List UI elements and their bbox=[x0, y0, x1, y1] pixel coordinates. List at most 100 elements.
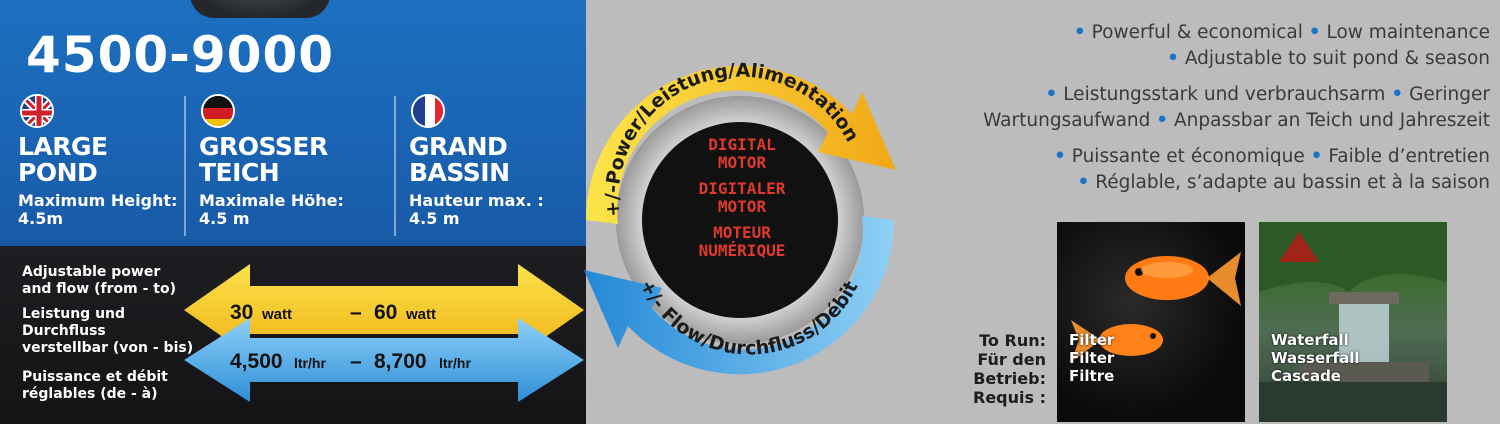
bullet-icon: • bbox=[1156, 110, 1169, 131]
pond-size-line1: GROSSER bbox=[199, 132, 328, 161]
flow-arc bbox=[584, 216, 895, 375]
height-label: Hauteur max. : bbox=[409, 191, 544, 210]
flow-dash: – bbox=[350, 350, 362, 373]
height-value: 4.5 m bbox=[409, 209, 460, 228]
lang-column-fr: GRAND BASSIN Hauteur max. : 4.5 m bbox=[409, 94, 544, 228]
bullet-icon: • bbox=[1045, 84, 1058, 105]
dark-background bbox=[0, 246, 586, 424]
pond-size-line2: BASSIN bbox=[409, 158, 510, 187]
model-number: 4500-9000 bbox=[26, 26, 335, 84]
feature-text: Leistungsstark und verbrauchsarm bbox=[1063, 84, 1386, 105]
flow-text-line: Adjustable power bbox=[22, 264, 161, 280]
left-panel: 4500-9000 LARGE POND Maximum Height: 4.5… bbox=[0, 0, 586, 424]
flow-text-line: verstellbar (von - bis) bbox=[22, 340, 194, 356]
digital-motor-emblem: +/-Power/Leistung/Alimentation +/- Flow/… bbox=[584, 60, 896, 375]
power-min-unit: watt bbox=[261, 306, 292, 323]
blue-background bbox=[0, 0, 586, 246]
power-max: 60 bbox=[374, 301, 397, 324]
lang-column-de: GROSSER TEICH Maximale Höhe: 4.5 m bbox=[199, 94, 344, 228]
waterfall-label: Waterfall bbox=[1271, 331, 1349, 349]
power-max-unit: watt bbox=[405, 306, 436, 323]
filter-labels: Filter Filter Filtre bbox=[1069, 331, 1114, 385]
flow-text-line: Puissance et débit bbox=[22, 369, 168, 385]
display-line: NUMÉRIQUE bbox=[699, 241, 786, 260]
feature-line: • Leistungsstark und verbrauchsarm • Ger… bbox=[900, 82, 1490, 108]
goldfish-icon bbox=[1071, 252, 1241, 362]
column-divider bbox=[184, 96, 186, 236]
to-run-label: To Run: bbox=[979, 331, 1046, 350]
waterfall-labels: Waterfall Wasserfall Cascade bbox=[1271, 331, 1360, 385]
height-value: 4.5m bbox=[18, 209, 64, 228]
lang-column-en: LARGE POND Maximum Height: 4.5m bbox=[18, 94, 177, 228]
bullet-icon: • bbox=[1054, 146, 1066, 167]
height-value: 4.5 m bbox=[199, 209, 250, 228]
filter-label: Filter bbox=[1069, 349, 1115, 367]
motor-display bbox=[642, 122, 838, 318]
flow-text-line: and flow (from - to) bbox=[22, 281, 176, 297]
display-line: DIGITAL bbox=[708, 135, 775, 154]
feature-text: Réglable, s’adapte au bassin et à la sai… bbox=[1095, 172, 1490, 193]
feature-group-en: • Powerful & economical • Low maintenanc… bbox=[900, 20, 1490, 72]
display-line: MOTOR bbox=[718, 153, 767, 172]
power-arc bbox=[585, 65, 896, 224]
flow-text-line: réglables (de - à) bbox=[22, 386, 158, 402]
feature-text: Low maintenance bbox=[1326, 22, 1490, 43]
power-arrow bbox=[184, 264, 584, 356]
bullet-icon: • bbox=[1308, 22, 1321, 43]
height-label: Maximum Height: bbox=[18, 191, 178, 210]
pond-size-line2: POND bbox=[18, 158, 98, 187]
bullet-icon: • bbox=[1073, 22, 1086, 43]
flow-text-en: Adjustable power and flow (from - to) bbox=[22, 264, 176, 298]
pump-image bbox=[190, 0, 330, 18]
display-line: MOTEUR bbox=[713, 223, 771, 242]
display-line: MOTOR bbox=[718, 197, 767, 216]
flow-text-line: Durchfluss bbox=[22, 323, 106, 339]
pond-size-line1: GRAND bbox=[409, 132, 508, 161]
feature-text: Geringer bbox=[1409, 84, 1490, 105]
height-label: Maximale Höhe: bbox=[199, 191, 344, 210]
feature-list: • Powerful & economical • Low maintenanc… bbox=[900, 20, 1490, 206]
flow-text-line: Leistung und bbox=[22, 306, 126, 322]
to-run-label: Für den Betrieb: bbox=[973, 350, 1046, 388]
power-flow-arrows: 30 watt – 60 watt 4,500 ltr/hr – 8,700 l… bbox=[184, 264, 584, 402]
uk-flag-icon bbox=[20, 94, 54, 128]
feature-group-fr: • Puissante et économique • Faible d’ent… bbox=[900, 144, 1490, 196]
power-dash: – bbox=[350, 301, 362, 324]
waterfall-icon bbox=[1259, 222, 1447, 422]
waterfall-label: Wasserfall bbox=[1271, 349, 1360, 367]
flow-text-fr: Puissance et débit réglables (de - à) bbox=[22, 369, 168, 403]
flow-min: 4,500 bbox=[230, 350, 283, 373]
flow-max-unit: ltr/hr bbox=[439, 355, 471, 371]
feature-line: • Réglable, s’adapte au bassin et à la s… bbox=[900, 170, 1491, 196]
feature-line: • Puissante et économique • Faible d’ent… bbox=[900, 144, 1490, 170]
feature-text: Puissante et économique bbox=[1071, 146, 1305, 167]
pond-size-line2: TEICH bbox=[199, 158, 280, 187]
bullet-icon: • bbox=[1391, 84, 1404, 105]
feature-text: Wartungsaufwand bbox=[983, 110, 1151, 131]
to-run-labels: To Run: Für den Betrieb: Requis : bbox=[930, 331, 1046, 407]
filter-label: Filter bbox=[1069, 331, 1115, 349]
column-divider bbox=[394, 96, 396, 236]
waterfall-photo: Waterfall Wasserfall Cascade bbox=[1259, 222, 1447, 422]
feature-text: Anpassbar an Teich und Jahreszeit bbox=[1174, 110, 1490, 131]
to-run-label: Requis : bbox=[973, 388, 1046, 407]
flow-arrow bbox=[184, 318, 584, 402]
goldfish-photo: Filter Filter Filtre bbox=[1057, 222, 1245, 422]
display-line: DIGITALER bbox=[699, 179, 786, 198]
flow-text-de: Leistung und Durchfluss verstellbar (von… bbox=[22, 306, 193, 357]
bullet-icon: • bbox=[1077, 172, 1090, 193]
feature-line: • Adjustable to suit pond & season bbox=[900, 46, 1490, 72]
feature-group-de: • Leistungsstark und verbrauchsarm • Ger… bbox=[900, 82, 1490, 134]
feature-line: Wartungsaufwand • Anpassbar an Teich und… bbox=[900, 108, 1490, 134]
bullet-icon: • bbox=[1167, 48, 1179, 69]
feature-text: Faible d’entretien bbox=[1328, 146, 1490, 167]
bullet-icon: • bbox=[1310, 146, 1323, 167]
pond-size-line1: LARGE bbox=[18, 132, 108, 161]
power-min: 30 bbox=[230, 301, 253, 324]
waterfall-label: Cascade bbox=[1271, 367, 1341, 385]
feature-line: • Powerful & economical • Low maintenanc… bbox=[900, 20, 1490, 46]
french-flag-icon bbox=[411, 94, 445, 128]
flow-min-unit: ltr/hr bbox=[294, 355, 326, 371]
feature-text: Powerful & economical bbox=[1091, 22, 1303, 43]
flow-max: 8,700 bbox=[374, 350, 427, 373]
